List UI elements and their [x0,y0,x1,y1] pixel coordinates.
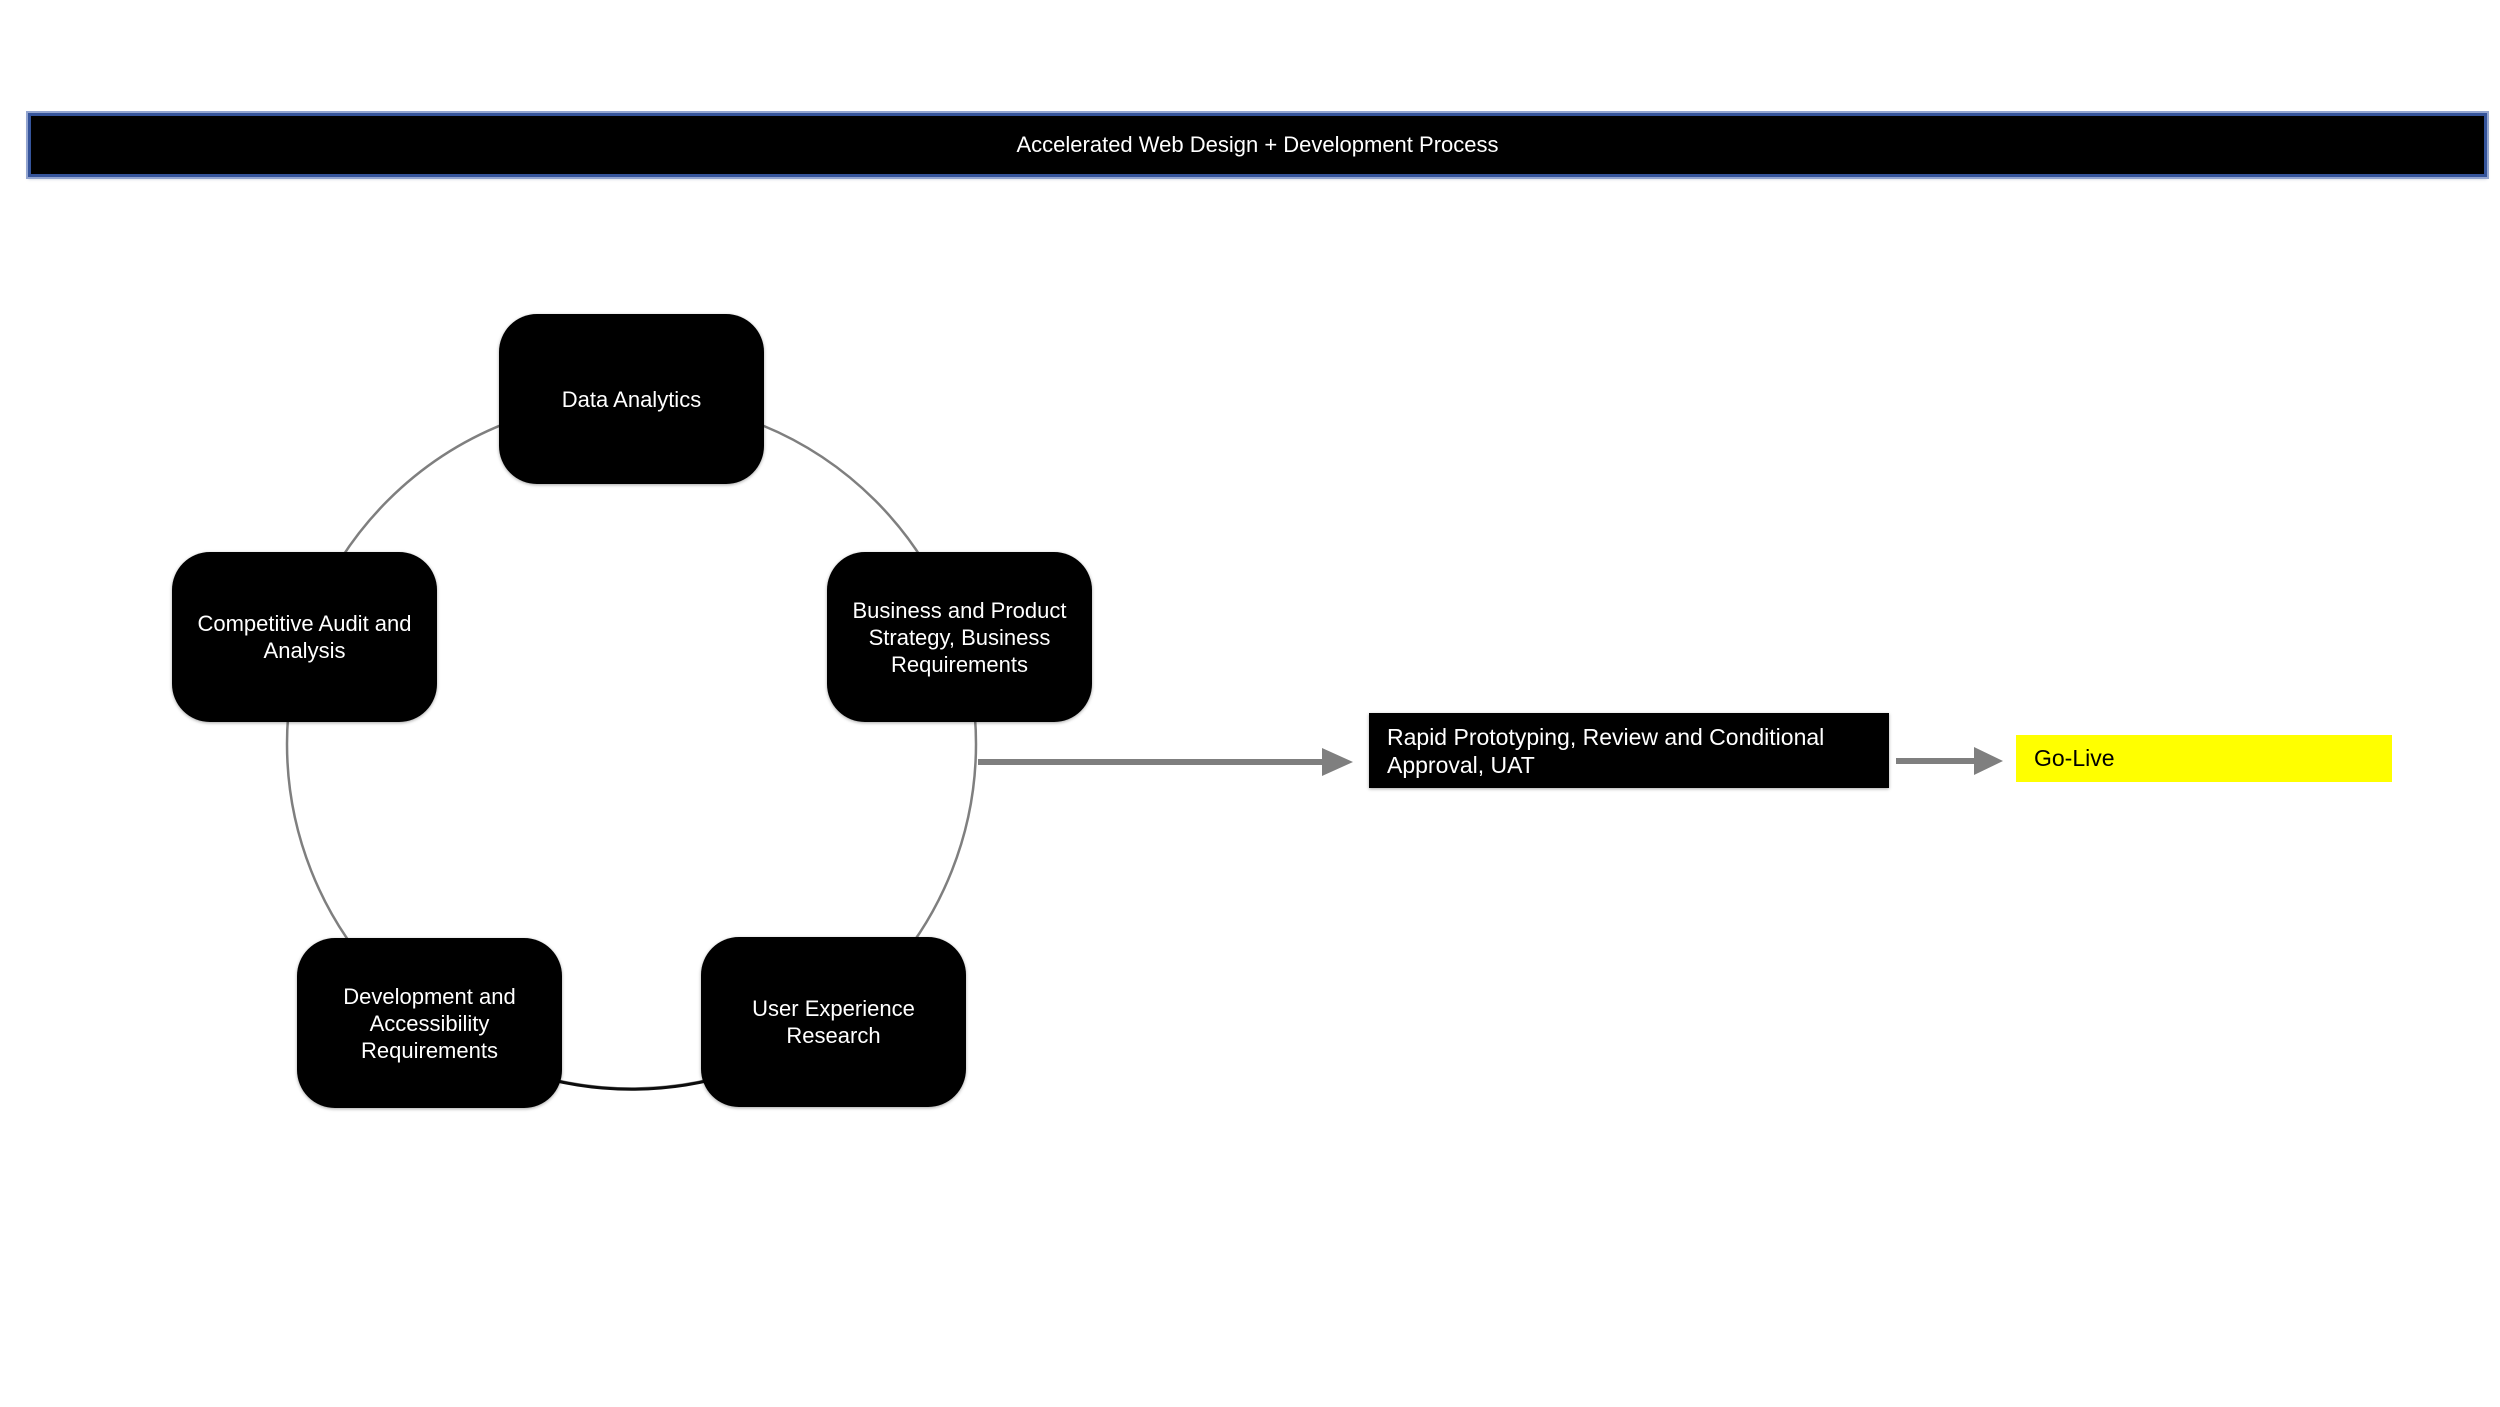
node-label: User Experience Research [752,996,915,1048]
rapid-prototyping-label: Rapid Prototyping, Review and Conditiona… [1387,723,1825,778]
cycle-node-user-experience-research: User Experience Research [701,937,966,1107]
arrow-cycle-to-rapid-head-icon [1322,748,1353,776]
cycle-node-development-accessibility: Development and Accessibility Requiremen… [297,938,562,1108]
node-label: Business and Product Strategy, Business … [852,597,1067,677]
node-label: Data Analytics [561,386,702,412]
cycle-node-business-product-strategy: Business and Product Strategy, Business … [827,552,1092,722]
title-text: Accelerated Web Design + Development Pro… [1016,132,1499,157]
go-live-label: Go-Live [2034,745,2115,771]
arrow-rapid-to-golive-head-icon [1974,747,2003,775]
node-label: Development and Accessibility Requiremen… [343,983,516,1063]
node-label: Competitive Audit and Analysis [197,611,412,663]
rapid-prototyping-box: Rapid Prototyping, Review and Conditiona… [1369,713,1889,788]
go-live-box: Go-Live [2016,735,2392,782]
cycle-node-competitive-audit: Competitive Audit and Analysis [172,552,437,722]
cycle-node-data-analytics: Data Analytics [499,314,764,484]
title-banner: Accelerated Web Design + Development Pro… [26,111,2489,179]
